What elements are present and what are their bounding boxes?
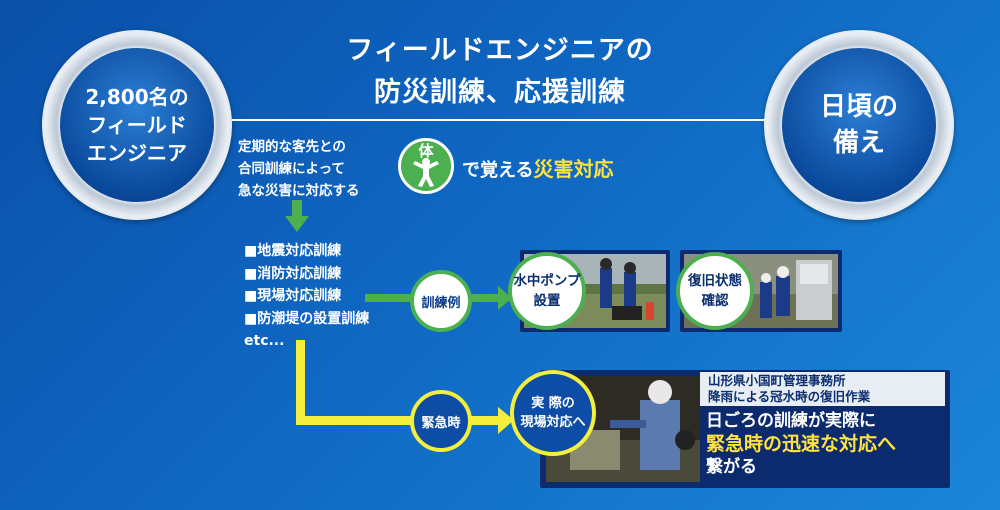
body-caption-prefix: で覚える: [462, 160, 534, 181]
list-item: ■現場対応訓練: [244, 288, 342, 304]
joint-training-line1: 定期的な客先との: [238, 139, 346, 155]
pump-line2: 設置: [533, 293, 561, 309]
divider-line: [232, 119, 765, 121]
title-line2: 防災訓練、応援訓練: [374, 77, 626, 108]
emergency-label: 緊急時: [410, 390, 472, 452]
list-item: ■地震対応訓練: [244, 243, 342, 259]
badge-right-line2: 備え: [832, 128, 885, 158]
recovery-check-photo-image: [684, 254, 838, 328]
daily-preparedness-badge: 日頃の 備え: [764, 30, 954, 220]
training-example-label: 訓練例: [410, 270, 472, 332]
field-engineer-badge: 2,800名の フィールド エンジニア: [42, 30, 232, 220]
list-item: ■消防対応訓練: [244, 265, 342, 282]
badge-left-line1: 2,800名の: [85, 85, 189, 109]
joint-training-line2: 合同訓練によって: [238, 161, 345, 177]
person-icon: [413, 158, 439, 187]
pump-line1: 水中ポンプ: [513, 273, 581, 289]
recovery-check-circle: 復旧状態 確認: [676, 252, 754, 330]
list-item: etc...: [244, 333, 285, 349]
actual-line1: 実 際の: [531, 396, 575, 411]
daily-preparedness-badge-text: 日頃の 備え: [782, 48, 936, 202]
badge-right-line1: 日頃の: [819, 92, 898, 122]
recovery-check-photo: [680, 250, 842, 332]
actual-caption-line1: 山形県小国町管理事務所: [708, 373, 846, 388]
badge-left-line3: エンジニア: [86, 141, 187, 165]
actual-caption-line2: 降雨による冠水時の復旧作業: [708, 389, 871, 404]
pump-circle: 水中ポンプ 設置: [508, 252, 586, 330]
list-item: ■防潮堤の設置訓練: [244, 310, 370, 327]
title-line1: フィールドエンジニアの: [346, 35, 654, 66]
joint-training-line3: 急な災害に対応する: [238, 183, 360, 199]
actual-caption-bar: 山形県小国町管理事務所 降雨による冠水時の復旧作業: [700, 372, 945, 406]
actual-message-line3: 繋がる: [706, 457, 757, 477]
actual-message: 日ごろの訓練が実際に 緊急時の迅速な対応へ 繋がる: [706, 410, 896, 479]
training-list: ■地震対応訓練 ■消防対応訓練 ■現場対応訓練 ■防潮堤の設置訓練 etc...: [244, 240, 369, 353]
field-engineer-badge-text: 2,800名の フィールド エンジニア: [60, 48, 214, 202]
badge-left-line2: フィールド: [87, 113, 187, 137]
actual-line2: 現場対応へ: [520, 415, 586, 430]
body-caption-highlight: 災害対応: [533, 157, 614, 181]
actual-message-line1: 日ごろの訓練が実際に: [706, 411, 876, 431]
emergency-path-arrow: [296, 340, 514, 434]
actual-message-line2: 緊急時の迅速な対応へ: [706, 433, 897, 455]
body-icon-label: 体: [418, 142, 434, 160]
arrow-down-icon: [285, 200, 309, 232]
arrow-right-icon: [365, 286, 512, 310]
actual-response-circle: 実 際の 現場対応へ: [510, 370, 596, 456]
recovery-check-line1: 復旧状態: [688, 273, 742, 289]
joint-training-text: 定期的な客先との 合同訓練によって 急な災害に対応する: [238, 136, 360, 202]
body-caption: で覚える災害対応: [462, 153, 613, 182]
recovery-check-line2: 確認: [701, 293, 729, 309]
